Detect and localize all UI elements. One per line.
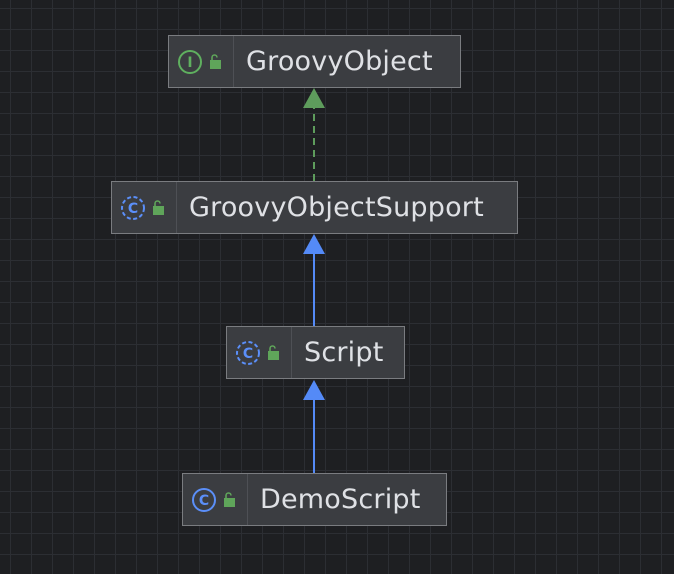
node-script[interactable]: C Script — [226, 326, 405, 379]
node-groovy-object-support[interactable]: C GroovyObjectSupport — [111, 181, 518, 234]
lock-open-icon — [210, 53, 221, 69]
svg-text:C: C — [199, 493, 209, 509]
lock-open-icon — [268, 344, 279, 360]
node-demo-script-label: DemoScript — [260, 484, 421, 515]
node-demo-script-icons: C — [183, 474, 248, 525]
svg-text:I: I — [187, 55, 192, 71]
class-icon: C — [192, 487, 216, 512]
node-demo-script[interactable]: C DemoScript — [182, 473, 447, 526]
interface-icon: I — [178, 49, 202, 74]
lock-open-icon — [153, 199, 164, 215]
edge-extends-script-to-groovy-object-support — [303, 234, 325, 326]
svg-text:C: C — [128, 201, 138, 217]
lock-open-icon — [224, 491, 235, 507]
edge-implements-groovy-object-support-to-groovy-object — [303, 88, 325, 181]
node-groovy-object[interactable]: I GroovyObject — [168, 35, 461, 88]
abstract-class-icon: C — [236, 340, 260, 365]
node-groovy-object-support-icons: C — [112, 182, 177, 233]
node-script-icons: C — [227, 327, 292, 378]
node-script-label: Script — [304, 337, 384, 368]
abstract-class-icon: C — [121, 195, 145, 220]
node-groovy-object-icons: I — [169, 36, 234, 87]
node-groovy-object-support-label: GroovyObjectSupport — [189, 192, 484, 223]
node-groovy-object-label: GroovyObject — [246, 46, 433, 77]
edge-extends-demo-script-to-script — [303, 380, 325, 473]
svg-text:C: C — [243, 346, 253, 362]
